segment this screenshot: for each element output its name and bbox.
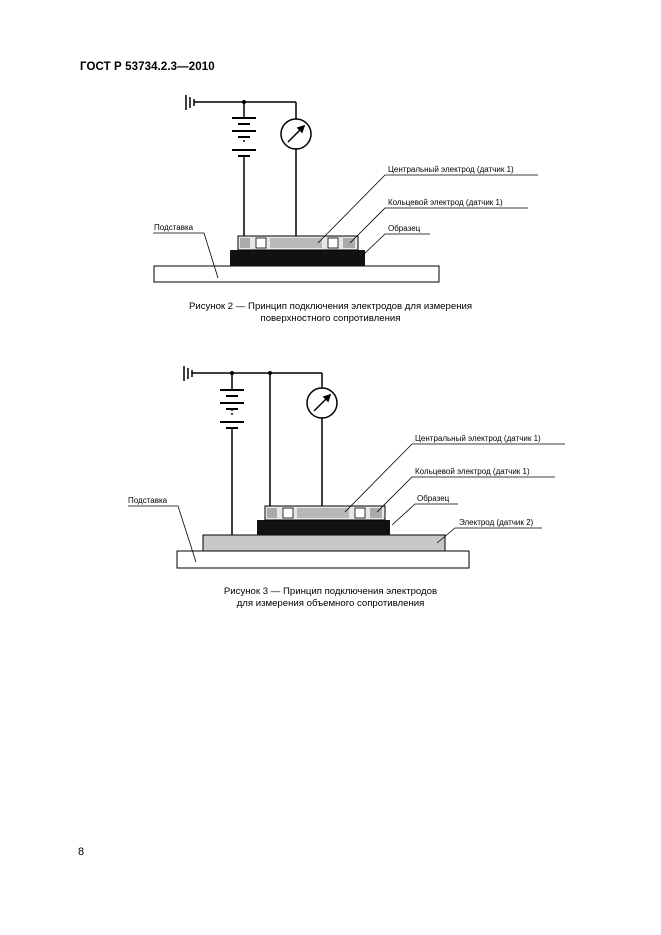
sample-block	[230, 250, 365, 266]
figure-2-caption-line2: поверхностного сопротивления	[260, 313, 401, 324]
electrode-2-plate	[202, 534, 446, 552]
electrode-assembly	[264, 505, 386, 521]
page-number: 8	[78, 846, 85, 858]
label-stand: Подставка	[128, 496, 168, 505]
figure-3-caption: Рисунок 3 — Принцип подключения электрод…	[0, 586, 661, 610]
figure-2-caption: Рисунок 2 — Принцип подключения электрод…	[0, 301, 661, 325]
label-electrode-2: Электрод (датчик 2)	[459, 518, 534, 527]
figure-2-caption-line1: Рисунок 2 — Принцип подключения электрод…	[188, 301, 473, 312]
electrode-assembly	[237, 235, 359, 251]
label-stand: Подставка	[154, 223, 194, 232]
label-sample: Образец	[417, 494, 450, 503]
figure-3-caption-line2: для измерения объемного сопротивления	[236, 598, 425, 609]
label-ring-electrode: Кольцевой электрод (датчик 1)	[415, 467, 530, 476]
label-ring-electrode: Кольцевой электрод (датчик 1)	[388, 198, 503, 207]
ammeter-icon	[306, 387, 338, 419]
sample-block	[257, 520, 390, 535]
label-central-electrode: Центральный электрод (датчик 1)	[388, 165, 514, 174]
label-central-electrode: Центральный электрод (датчик 1)	[415, 434, 541, 443]
figure-3-diagram: Центральный электрод (датчик 1) Кольцево…	[128, 366, 565, 569]
figure-3-caption-line1: Рисунок 3 — Принцип подключения электрод…	[223, 586, 438, 597]
figure-2-diagram: Центральный электрод (датчик 1) Кольцево…	[153, 95, 538, 283]
label-sample: Образец	[388, 224, 421, 233]
document-header: ГОСТ Р 53734.2.3—2010	[80, 61, 215, 73]
stand-plate	[176, 550, 470, 569]
ground-icon	[183, 366, 193, 381]
